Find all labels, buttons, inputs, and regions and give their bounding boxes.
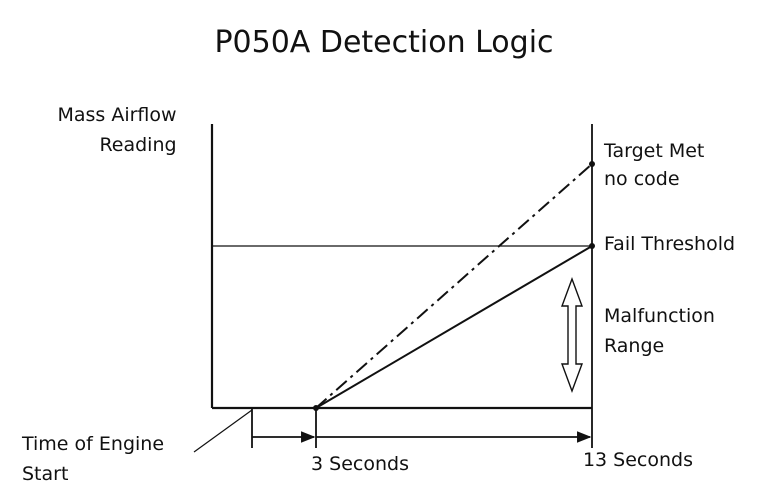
engine-start-label-line2: Start	[22, 463, 68, 485]
target-met-label-line1: Target Met	[603, 140, 704, 162]
diagram-title: P050A Detection Logic	[214, 25, 553, 60]
threshold-ramp-line	[315, 245, 593, 409]
y-axis-label-line2: Reading	[99, 134, 176, 156]
fail-threshold-point	[589, 243, 595, 249]
three-seconds-label: 3 Seconds	[311, 453, 409, 475]
engine-start-pointer	[193, 409, 253, 453]
target-met-point	[589, 161, 595, 167]
engine-start-label-line1: Time of Engine	[21, 433, 164, 455]
malfunction-range-double-arrow-icon	[560, 276, 584, 394]
fail-threshold-label: Fail Threshold	[604, 233, 735, 255]
target-met-label-line2: no code	[604, 168, 680, 190]
malfunction-range-label-line1: Malfunction	[604, 305, 715, 327]
target-met-line	[315, 163, 593, 409]
malfunction-range-label-line2: Range	[604, 335, 664, 357]
y-axis-label-line1: Mass Airflow	[57, 104, 176, 126]
thirteen-seconds-label: 13 Seconds	[583, 449, 693, 471]
